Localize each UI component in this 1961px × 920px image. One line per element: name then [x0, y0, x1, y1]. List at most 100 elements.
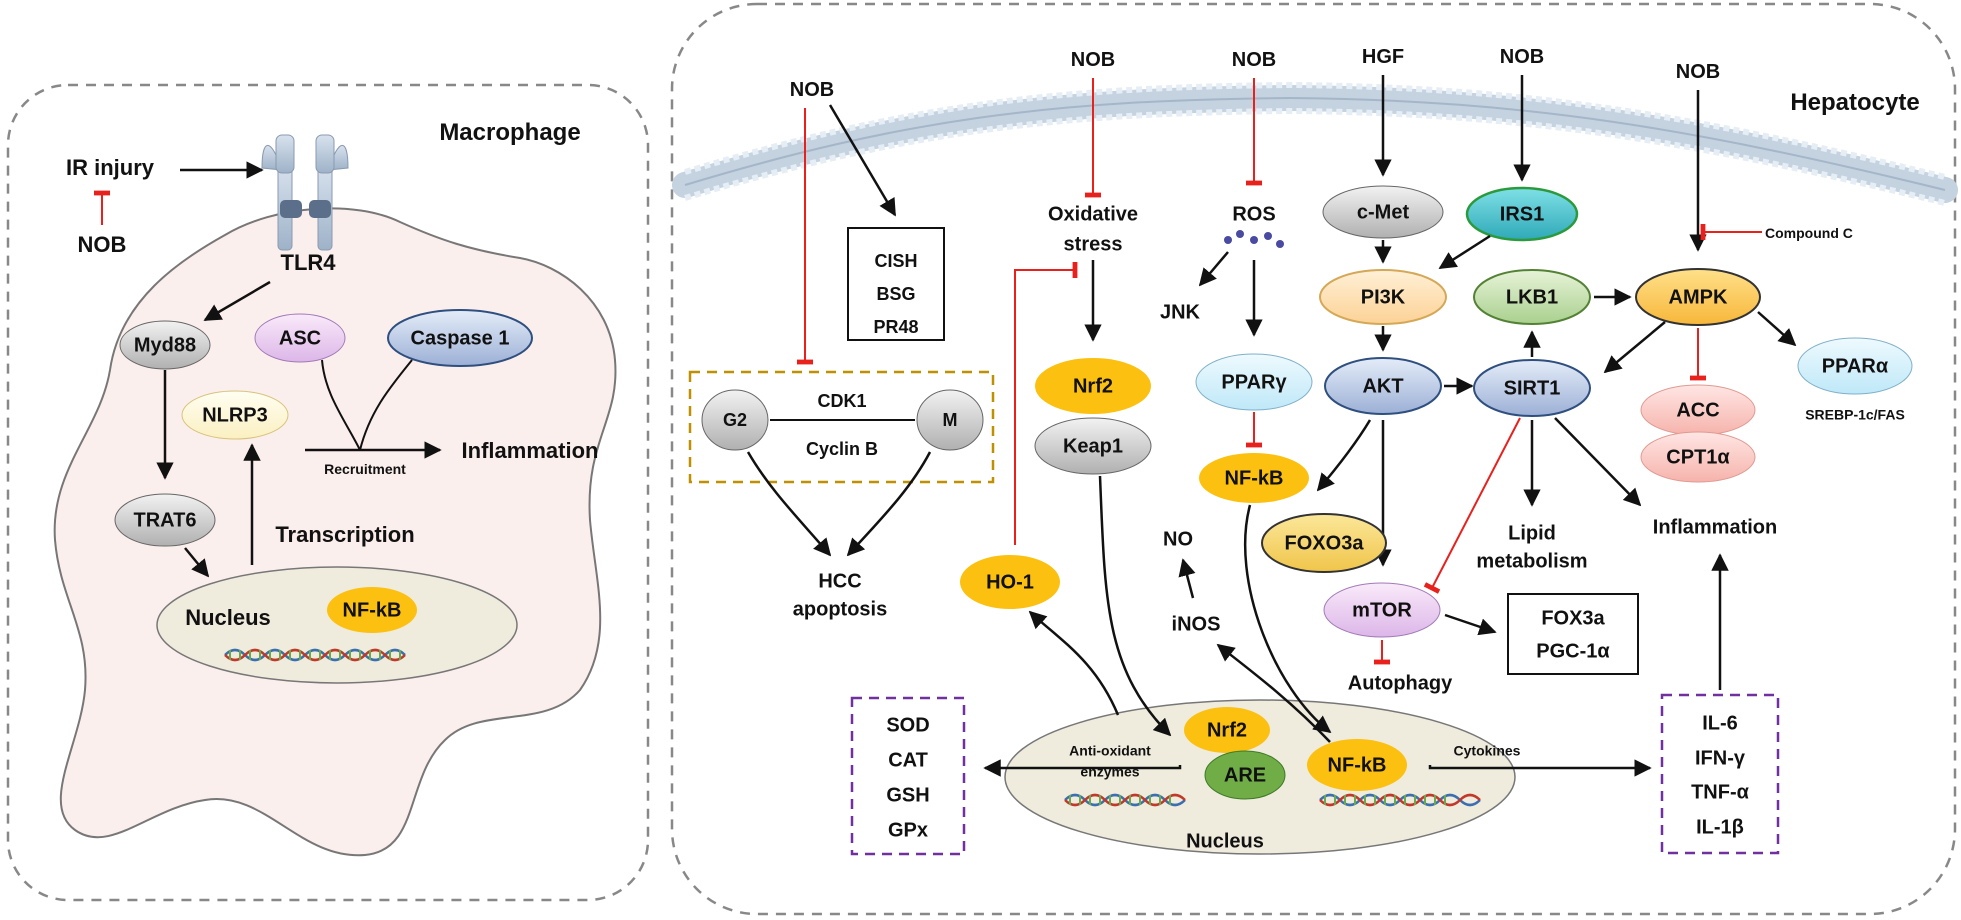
hepatocyte-panel: Hepatocyte NOB NOB NOB HGF NOB NOB CISH …: [670, 2, 1958, 916]
nucleus-nrf2-node: [1184, 707, 1270, 753]
lipid-label: Lipid: [1508, 522, 1556, 544]
nfkb-node: [1199, 453, 1309, 503]
ros-particles-icon: [1224, 230, 1284, 248]
ppar-alpha-node: [1797, 337, 1913, 395]
myd88-node: [119, 320, 211, 370]
trat6-node: [114, 493, 216, 547]
nrf2-node: [1035, 358, 1151, 414]
asc-label: ASC: [279, 327, 321, 349]
macrophage-border: [6, 83, 650, 902]
tlr4-receptor-icon: [261, 134, 349, 251]
hepatocyte-title: Hepatocyte: [1790, 89, 1919, 116]
ir-injury-label: IR injury: [66, 155, 155, 180]
pr48-label: PR48: [873, 317, 918, 337]
il1b-label: IL-1β: [1696, 816, 1744, 838]
mtor-label: mTOR: [1352, 599, 1412, 621]
srebp-label: SREBP-1c/FAS: [1805, 407, 1905, 423]
pi3k-node: [1319, 269, 1447, 325]
cytokine-box: [1660, 693, 1780, 855]
gpx-label: GPx: [888, 819, 928, 841]
hepatocyte-inflammation-label: Inflammation: [1653, 516, 1777, 538]
metabolism-label: metabolism: [1476, 550, 1587, 572]
akt-label: AKT: [1362, 375, 1403, 397]
m-label: M: [943, 410, 958, 430]
bsg-label: BSG: [876, 284, 915, 304]
nob-label-irs1: NOB: [1500, 46, 1544, 68]
nucleus-dna-icon: [1064, 793, 1481, 807]
antioxidant-box: [850, 696, 966, 856]
nfkb-label: NF-kB: [1225, 467, 1284, 489]
ppargamma-node: [1195, 353, 1313, 411]
macrophage-nfkb-node: [327, 587, 417, 633]
cdk1-label: CDK1: [817, 391, 866, 411]
autophagy-label: Autophagy: [1348, 672, 1453, 694]
oxidative-label: Oxidative: [1048, 203, 1138, 225]
are-node: [1204, 750, 1286, 800]
lkb1-label: LKB1: [1506, 286, 1558, 308]
lkb1-node: [1473, 269, 1591, 325]
sod-label: SOD: [886, 714, 929, 736]
tnfa-label: TNF-α: [1691, 781, 1750, 803]
nucleus-nrf2-label: Nrf2: [1207, 719, 1247, 741]
nucleus-nfkb-node: [1307, 739, 1407, 791]
anti-oxidant-label: Anti-oxidant: [1069, 743, 1151, 759]
nob-label-ampk: NOB: [1676, 61, 1720, 83]
myd88-label: Myd88: [134, 334, 196, 356]
nlrp3-node: [181, 390, 289, 440]
ifng-label: IFN-γ: [1695, 747, 1746, 769]
keap1-label: Keap1: [1063, 435, 1123, 457]
cytokines-caption: Cytokines: [1454, 743, 1521, 759]
cat-label: CAT: [888, 749, 928, 771]
foxo3a-label: FOXO3a: [1285, 532, 1365, 554]
g2-node: [701, 389, 769, 451]
tlr4-label: TLR4: [281, 250, 337, 275]
pgc1a-label: PGC-1α: [1536, 640, 1610, 662]
stress-label: stress: [1064, 233, 1123, 255]
irs1-node: [1465, 186, 1579, 242]
nob-label-ros: NOB: [1232, 49, 1276, 71]
nucleus-nfkb-label: NF-kB: [1328, 754, 1387, 776]
cpt1a-node: [1640, 431, 1756, 483]
hgf-label: HGF: [1362, 46, 1404, 68]
caspase1-node: [387, 309, 533, 367]
gsh-label: GSH: [886, 784, 929, 806]
trat6-label: TRAT6: [134, 509, 197, 531]
macrophage-panel: Macrophage TLR4 IR injury NOB Myd88 ASC …: [6, 83, 650, 902]
nrf2-label: Nrf2: [1073, 375, 1113, 397]
ampk-node: [1635, 268, 1761, 326]
hcc-label: HCC: [818, 570, 861, 592]
macrophage-cell-body: [53, 207, 617, 857]
are-label: ARE: [1224, 764, 1266, 786]
pi3k-label: PI3K: [1361, 286, 1406, 308]
g2-label: G2: [723, 410, 747, 430]
ampk-label: AMPK: [1669, 286, 1728, 308]
apoptosis-label: apoptosis: [793, 598, 887, 620]
macrophage-title: Macrophage: [439, 119, 580, 146]
mtor-node: [1323, 582, 1441, 638]
ppar-alpha-label: PPARα: [1822, 355, 1889, 377]
ho1-node: [960, 555, 1060, 609]
enzymes-label: enzymes: [1080, 764, 1139, 780]
foxo3a-node: [1261, 513, 1387, 573]
cyclinb-label: Cyclin B: [806, 439, 878, 459]
cmet-node: [1322, 185, 1444, 239]
cmet-label: c-Met: [1357, 201, 1410, 223]
no-label: NO: [1163, 528, 1193, 550]
recruitment-label: Recruitment: [324, 461, 406, 477]
transcription-label: Transcription: [275, 522, 414, 547]
ho1-label: HO-1: [986, 571, 1034, 593]
fox-pgc-box: [1507, 593, 1639, 675]
hepatocyte-border: [670, 2, 1957, 916]
macrophage-nfkb-label: NF-kB: [343, 599, 402, 621]
acc-label: ACC: [1676, 399, 1719, 421]
akt-node: [1324, 357, 1442, 415]
macrophage-inflammation-label: Inflammation: [462, 438, 599, 463]
keap1-node: [1034, 417, 1152, 475]
ppargamma-label: PPARγ: [1221, 371, 1287, 393]
inos-label: iNOS: [1172, 613, 1221, 635]
cish-label: CISH: [874, 251, 917, 271]
m-node: [916, 389, 984, 451]
nlrp3-label: NLRP3: [202, 404, 268, 426]
cell-membrane-icon: [672, 81, 1958, 206]
